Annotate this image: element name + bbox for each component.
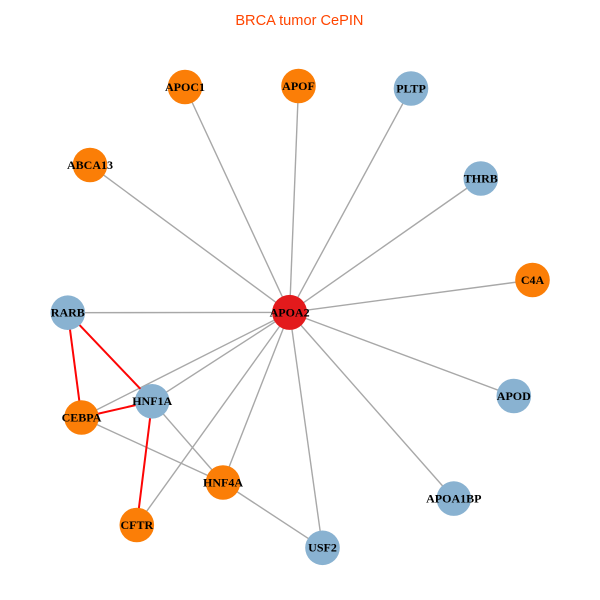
svg-text:THRB: THRB <box>464 171 498 185</box>
svg-text:BRCA tumor CePIN: BRCA tumor CePIN <box>235 13 363 29</box>
svg-text:CFTR: CFTR <box>120 518 153 532</box>
svg-text:HNF4A: HNF4A <box>203 475 243 489</box>
svg-text:HNF1A: HNF1A <box>132 394 172 408</box>
svg-text:RARB: RARB <box>51 306 85 320</box>
svg-text:APOD: APOD <box>497 389 531 403</box>
svg-text:PLTP: PLTP <box>396 81 426 95</box>
svg-text:APOC1: APOC1 <box>165 80 205 94</box>
svg-text:APOA1BP: APOA1BP <box>426 492 481 506</box>
svg-text:ABCA13: ABCA13 <box>67 158 113 172</box>
svg-text:APOA2: APOA2 <box>270 305 310 319</box>
svg-text:APOF: APOF <box>282 79 315 93</box>
svg-text:USF2: USF2 <box>308 541 337 555</box>
svg-text:CEBPA: CEBPA <box>62 410 102 424</box>
svg-text:C4A: C4A <box>521 273 545 287</box>
